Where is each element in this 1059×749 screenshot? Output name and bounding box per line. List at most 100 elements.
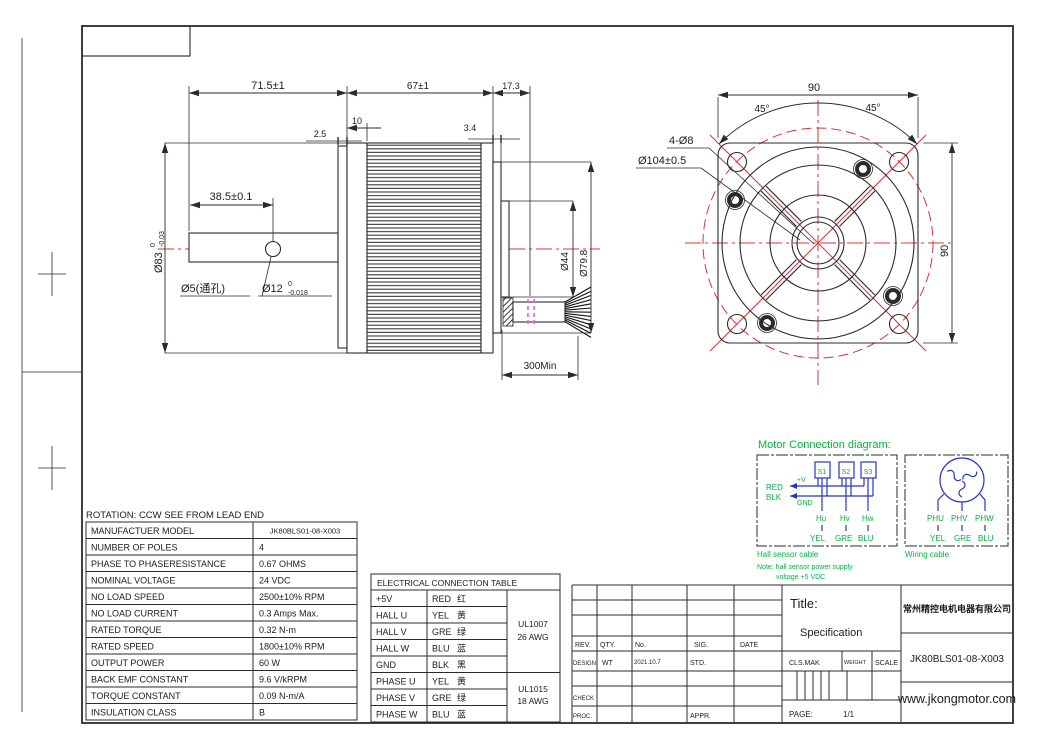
sensor-s3: S3 xyxy=(864,469,873,476)
dim-step: 2.5 xyxy=(314,129,327,139)
screw-hole xyxy=(883,286,903,306)
shaft-through-hole xyxy=(264,240,282,258)
weight-label: WEIGHT xyxy=(844,660,867,666)
front-view xyxy=(685,100,955,385)
table-line xyxy=(760,259,797,296)
spec-value: 24 VDC xyxy=(259,576,291,586)
wire-color: BLU xyxy=(432,710,450,720)
wire-color-cn: 绿 xyxy=(457,626,466,637)
wire-color: YEL xyxy=(432,677,449,687)
wiring-caption: Wiring cable xyxy=(905,550,950,559)
design-label: DESIGN xyxy=(573,661,596,667)
wire-color: YEL xyxy=(432,611,449,621)
signal-name: HALL V xyxy=(376,627,407,637)
svg-text:Ø12: Ø12 xyxy=(262,283,283,295)
sensor-s1: S1 xyxy=(818,469,827,476)
page-label: PAGE: xyxy=(789,710,813,719)
wire-color-cn: 绿 xyxy=(457,692,466,703)
scale-label: SCALE xyxy=(875,660,898,667)
header-qty: QTY. xyxy=(600,642,615,649)
page-value: 1/1 xyxy=(843,710,855,719)
hall-caption: Hall sensor cable xyxy=(757,550,819,559)
dim-angle-right: 45° xyxy=(865,103,880,114)
wire-color: GRE xyxy=(432,693,452,703)
motor-shaft xyxy=(188,232,339,263)
spec-value: B xyxy=(259,708,265,718)
wire-color: BLK xyxy=(432,660,449,670)
dim-boss-diameter: Ø44 xyxy=(560,252,571,271)
spec-label: RATED TORQUE xyxy=(91,625,162,635)
svg-text:0: 0 xyxy=(288,281,292,288)
dim-rear-length: 17.3 xyxy=(502,81,520,91)
dim-mounting-holes: 4-Ø8 xyxy=(669,135,693,147)
spec-label: NO LOAD CURRENT xyxy=(91,609,179,619)
table-line xyxy=(564,319,592,334)
mounting-hole xyxy=(726,151,748,173)
signal-name: PHASE V xyxy=(376,693,415,703)
front-endbell xyxy=(346,142,368,354)
wire-color: RED xyxy=(432,594,452,604)
svg-text:0: 0 xyxy=(150,243,157,247)
header-rev: REV. xyxy=(575,642,591,649)
phase-v-label: PHV xyxy=(951,514,968,523)
phase-w-label: PHW xyxy=(975,514,994,523)
sensor-s2: S2 xyxy=(842,469,851,476)
spec-label: NUMBER OF POLES xyxy=(91,543,178,553)
table-line xyxy=(564,299,592,308)
spec-value: 2500±10% RPM xyxy=(259,592,324,602)
side-view xyxy=(158,142,600,354)
table-line xyxy=(564,312,592,317)
company-name: 常州精控电机电器有限公司 xyxy=(903,603,1011,614)
spec-label: NO LOAD SPEED xyxy=(91,592,165,602)
centering-mark xyxy=(38,446,66,490)
svg-text:Ø83: Ø83 xyxy=(153,252,165,273)
hall-v-label: Hv xyxy=(840,514,850,523)
model-number: JK80BLS01-08-X003 xyxy=(910,654,1004,665)
design-name: WT xyxy=(602,660,614,667)
signal-name: GND xyxy=(376,660,397,670)
shaft-end xyxy=(791,216,845,270)
wire-spec-1: UL1007 xyxy=(518,619,548,629)
rear-boss xyxy=(500,200,510,298)
centering-mark xyxy=(38,252,66,296)
signal-name: +5V xyxy=(376,594,392,604)
table-line xyxy=(839,259,876,296)
dim-flange-width: 90 xyxy=(808,82,820,94)
wire-color-cn: 蓝 xyxy=(457,643,466,654)
hall-gre-label: GRE xyxy=(835,534,852,543)
spec-label: RATED SPEED xyxy=(91,642,154,652)
vplus-label: +V xyxy=(797,477,806,484)
spec-value: 0.67 OHMS xyxy=(259,559,306,569)
hall-yel-label: YEL xyxy=(810,534,826,543)
spec-value: 60 W xyxy=(259,658,281,668)
phase-yel-label: YEL xyxy=(930,534,946,543)
table-line xyxy=(760,190,797,227)
spec-label: NOMINAL VOLTAGE xyxy=(91,576,175,586)
winding-symbol xyxy=(939,457,985,503)
svg-text:-0.03: -0.03 xyxy=(159,231,166,247)
hall-blu-label: BLU xyxy=(858,534,874,543)
website: www.jkongmotor.com xyxy=(897,692,1016,706)
spec-label: BACK EMF CONSTANT xyxy=(91,675,189,685)
connection-title: Motor Connection diagram: xyxy=(758,439,891,451)
signal-name: HALL W xyxy=(376,644,410,654)
phase-blu-label: BLU xyxy=(978,534,994,543)
dim-hole-position: 38.5±0.1 xyxy=(210,191,253,203)
electrical-table-title: ELECTRICAL CONNECTION TABLE xyxy=(377,578,517,588)
wire-spec-2: UL1015 xyxy=(518,684,548,694)
spec-value: 0.32 N-m xyxy=(259,625,296,635)
svg-text:Ø44: Ø44 xyxy=(560,252,571,271)
screw-hole xyxy=(853,159,873,179)
header-no: No. xyxy=(635,642,646,649)
table-line xyxy=(839,190,876,227)
table-line xyxy=(834,264,871,301)
hall-u-label: Hu xyxy=(816,514,826,523)
table-line xyxy=(564,316,592,326)
dim-through-hole: Ø5(通孔) xyxy=(181,282,225,295)
phase-gre-label: GRE xyxy=(954,534,971,543)
cable-sleeve xyxy=(512,301,566,323)
table-line xyxy=(564,317,592,330)
wire-color: BLU xyxy=(432,644,450,654)
mounting-hole xyxy=(888,151,910,173)
